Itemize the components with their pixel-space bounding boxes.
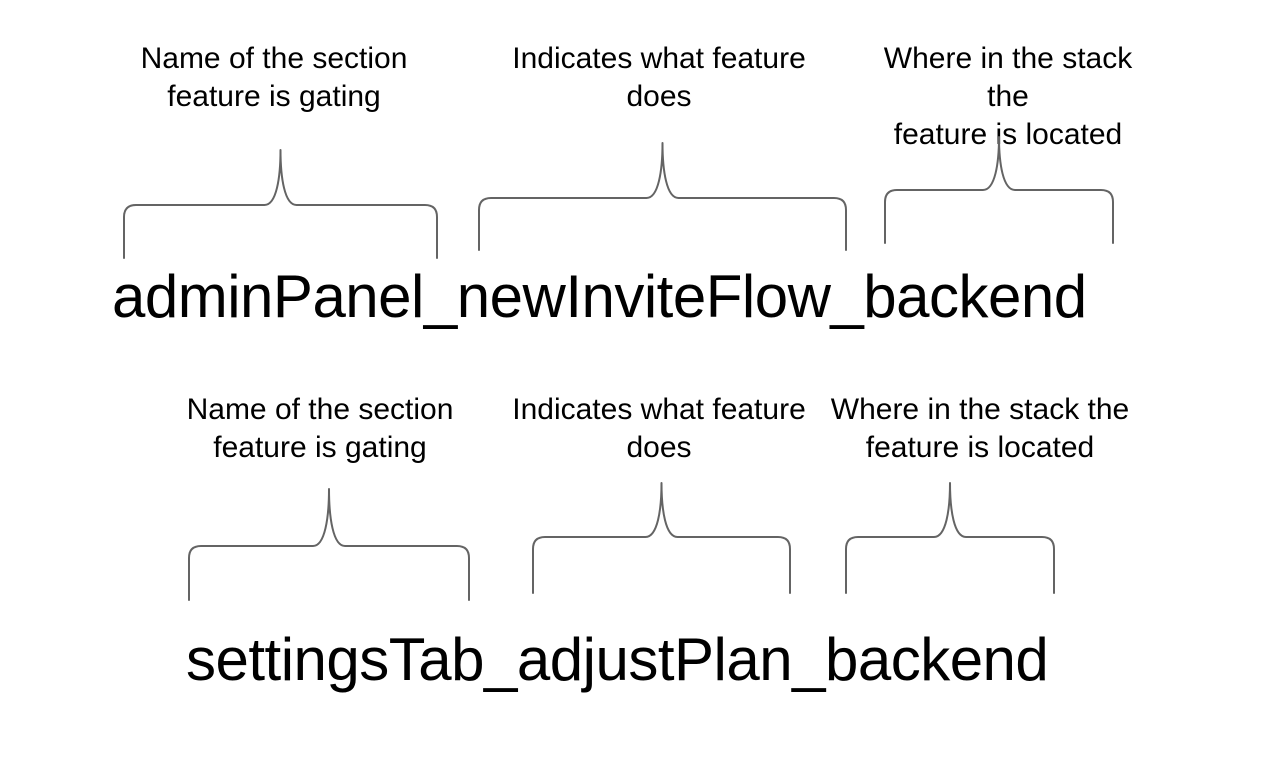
overbrace-feature-icon bbox=[532, 482, 791, 594]
overbrace-section-icon bbox=[188, 488, 470, 601]
flag-name-text: adminPanel_newInviteFlow_backend bbox=[112, 263, 1087, 330]
overbrace-section-icon bbox=[123, 149, 438, 259]
flag-name-text: settingsTab_adjustPlan_backend bbox=[186, 626, 1049, 693]
overbrace-stack-icon bbox=[845, 482, 1055, 594]
overbrace-stack-icon bbox=[884, 136, 1114, 244]
segment-label-feature: Indicates what feature does bbox=[512, 42, 806, 113]
segment-label-section: Name of the section feature is gating bbox=[186, 393, 454, 464]
overbrace-path bbox=[884, 136, 1114, 244]
overbrace-path bbox=[123, 149, 438, 259]
segment-label-feature: Indicates what feature does bbox=[512, 393, 806, 464]
segment-label-stack: Where in the stack the feature is locate… bbox=[883, 42, 1133, 151]
segment-label-stack: Where in the stack the feature is locate… bbox=[830, 393, 1130, 464]
segment-label-section: Name of the section feature is gating bbox=[140, 42, 408, 113]
overbrace-path bbox=[188, 488, 470, 601]
overbrace-path bbox=[478, 142, 847, 251]
overbrace-feature-icon bbox=[478, 142, 847, 251]
overbrace-path bbox=[532, 482, 791, 594]
overbrace-path bbox=[845, 482, 1055, 594]
